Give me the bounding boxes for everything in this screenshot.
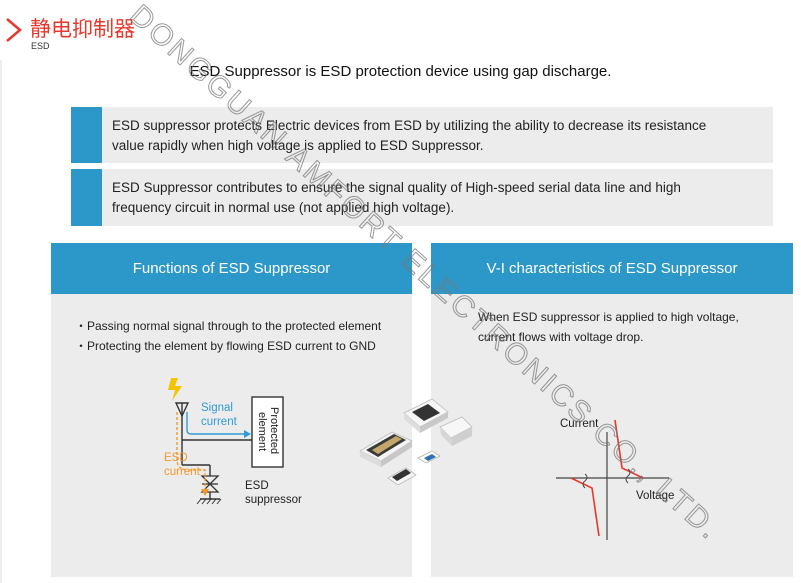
vi-curve	[614, 419, 644, 479]
page-title: 静电抑制器	[30, 17, 135, 41]
vi-graph: Current Voltage	[556, 418, 674, 540]
functions-panel-title: Functions of ESD Suppressor	[51, 243, 412, 294]
current-axis-label: Current	[560, 418, 599, 430]
vi-description-line: When ESD suppressor is applied to high v…	[478, 310, 739, 324]
vi-description: When ESD suppressor is applied to high v…	[478, 307, 778, 347]
note-line: frequency circuit in normal use (not app…	[112, 200, 455, 215]
voltage-axis-label: Voltage	[636, 490, 674, 502]
signal-current-label: Signal	[201, 402, 233, 414]
circuit-diagram: Protected element Signal current ESD cur…	[164, 378, 302, 506]
note-accent-bar	[71, 169, 102, 226]
note-line: ESD Suppressor contributes to ensure the…	[112, 180, 681, 195]
functions-panel: Functions of ESD Suppressor ・Passing nor…	[51, 243, 412, 577]
protected-element-box	[251, 396, 284, 468]
esd-suppressor-label: suppressor	[245, 494, 302, 506]
note-line: value rapidly when high voltage is appli…	[112, 138, 484, 153]
functions-list: ・Passing normal signal through to the pr…	[75, 316, 381, 356]
suppressor-symbol	[200, 475, 220, 485]
chip-product-image	[359, 398, 473, 486]
vi-panel: V-I characteristics of ESD Suppressor Wh…	[431, 243, 793, 577]
protected-element-label: element	[256, 412, 268, 451]
list-item: ・Protecting the element by flowing ESD c…	[75, 339, 376, 353]
note-text: ESD suppressor protects Electric devices…	[112, 116, 765, 156]
esd-suppressor-label: ESD	[245, 480, 269, 492]
vi-panel-title: V-I characteristics of ESD Suppressor	[431, 243, 793, 294]
esd-current-label: ESD	[164, 452, 188, 464]
lightning-bolt-icon	[168, 378, 182, 401]
note-text: ESD Suppressor contributes to ensure the…	[112, 178, 765, 218]
chevron-right-icon	[6, 18, 22, 42]
page-subtitle: ESD	[31, 41, 50, 51]
signal-current-label: current	[201, 416, 238, 428]
esd-current-label: current	[164, 466, 201, 478]
page-header: 静电抑制器 ESD	[0, 0, 801, 60]
vi-description-line: current flows with voltage drop.	[478, 330, 644, 344]
protected-element-label: Protected	[268, 407, 280, 454]
list-item: ・Passing normal signal through to the pr…	[75, 319, 382, 333]
headline: ESD Suppressor is ESD protection device …	[189, 63, 612, 80]
note-box-2: ESD Suppressor contributes to ensure the…	[71, 169, 773, 226]
vi-curve	[570, 477, 600, 537]
note-box-1: ESD suppressor protects Electric devices…	[71, 107, 773, 163]
note-line: ESD suppressor protects Electric devices…	[112, 118, 707, 133]
left-divider	[0, 60, 2, 583]
note-accent-bar	[71, 107, 102, 163]
